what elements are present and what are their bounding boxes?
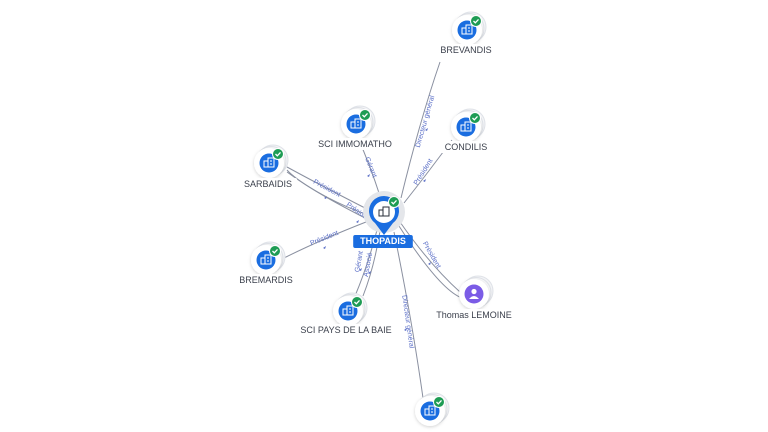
company-building-icon xyxy=(346,114,366,134)
node-label-bg xyxy=(288,324,404,336)
edge-arrow xyxy=(356,220,359,223)
edge-arrow xyxy=(323,246,326,249)
center-label: THOPADIS xyxy=(360,236,406,246)
node-sarbaidis[interactable]: SARBAIDIS xyxy=(238,144,298,190)
edge-arrow xyxy=(428,262,431,265)
company-building-icon xyxy=(420,401,440,421)
center-label-bg xyxy=(353,235,413,248)
center-node[interactable]: THOPADIS xyxy=(353,191,413,248)
edge-label: Directeur général xyxy=(400,295,414,350)
node-sci-pays-de-la-baie[interactable]: SCI PAYS DE LA BAIE xyxy=(288,292,404,336)
edge-arrow xyxy=(404,328,407,331)
edge-arrow xyxy=(368,271,371,274)
node-label: SARBAIDIS xyxy=(244,179,292,189)
node-label: SCI PAYS DE LA BAIE xyxy=(300,325,391,335)
edge-label: Président xyxy=(309,230,339,248)
verified-check-icon xyxy=(359,109,371,121)
verified-check-icon xyxy=(388,196,400,208)
node-label: BREVANDIS xyxy=(440,45,491,55)
edge-label: Président xyxy=(312,179,341,199)
node-label-bg xyxy=(439,141,493,153)
edge-line xyxy=(286,171,369,216)
edge-line xyxy=(286,166,366,209)
node-label-bg xyxy=(430,309,518,321)
edge-line xyxy=(283,221,367,259)
company-building-icon xyxy=(378,206,390,217)
node-sci-immomatho[interactable]: SCI IMMOMATHO xyxy=(314,105,396,150)
node-label-bg xyxy=(314,138,396,150)
edge-label: Directeur général xyxy=(415,94,437,148)
verified-check-icon xyxy=(272,148,284,160)
node-label: Thomas LEMOINE xyxy=(436,310,512,320)
edge-arrow xyxy=(423,179,426,182)
node-condilis[interactable]: CONDILIS xyxy=(439,108,493,153)
verified-check-icon xyxy=(470,15,482,27)
node-bottom-company[interactable] xyxy=(415,392,450,426)
edge-label: Président xyxy=(421,241,442,270)
node-label: CONDILIS xyxy=(445,142,488,152)
edge-arrow xyxy=(425,128,428,131)
verified-check-icon xyxy=(351,296,363,308)
node-thomas-lemoine[interactable]: Thomas LEMOINE xyxy=(430,275,518,321)
edge-label: Gérant xyxy=(363,156,378,179)
edge-label: Gérant xyxy=(354,251,365,273)
company-building-icon xyxy=(457,20,477,40)
edge-line xyxy=(393,231,424,399)
edge-label: Président xyxy=(413,158,435,187)
edge-e-sarbaidis-1[interactable]: Président xyxy=(286,166,366,209)
edge-line xyxy=(399,221,461,293)
company-building-icon xyxy=(259,153,279,173)
node-bremardis[interactable]: BREMARDIS xyxy=(236,241,296,286)
edge-line xyxy=(400,61,441,199)
node-label-bg xyxy=(236,274,296,286)
verified-check-icon xyxy=(269,245,281,257)
edge-e-bottom[interactable]: Directeur général xyxy=(393,231,424,399)
node-label: SCI IMMOMATHO xyxy=(318,139,392,149)
edge-label: Associé xyxy=(363,252,374,277)
company-building-icon xyxy=(456,117,476,137)
verified-check-icon xyxy=(469,112,481,124)
edge-e-sarbaidis-2[interactable]: Président xyxy=(286,171,373,224)
edge-e-thomas-1[interactable]: Président xyxy=(399,221,461,293)
edge-arrow xyxy=(359,268,362,271)
nodes-layer: BREVANDIS CONDILIS SCI IMMOMATHO SARBAIDIS B… xyxy=(236,11,518,426)
node-label: BREMARDIS xyxy=(239,275,293,285)
company-building-icon xyxy=(256,250,276,270)
company-building-icon xyxy=(338,301,358,321)
node-label-bg xyxy=(238,178,298,190)
verified-check-icon xyxy=(433,396,445,408)
edges-layer: Directeur généralPrésidentGérantPrésiden… xyxy=(283,61,463,399)
person-icon xyxy=(464,284,484,304)
edge-arrow xyxy=(367,174,370,177)
node-brevandis[interactable]: BREVANDIS xyxy=(436,11,496,56)
node-label-bg xyxy=(436,44,496,56)
